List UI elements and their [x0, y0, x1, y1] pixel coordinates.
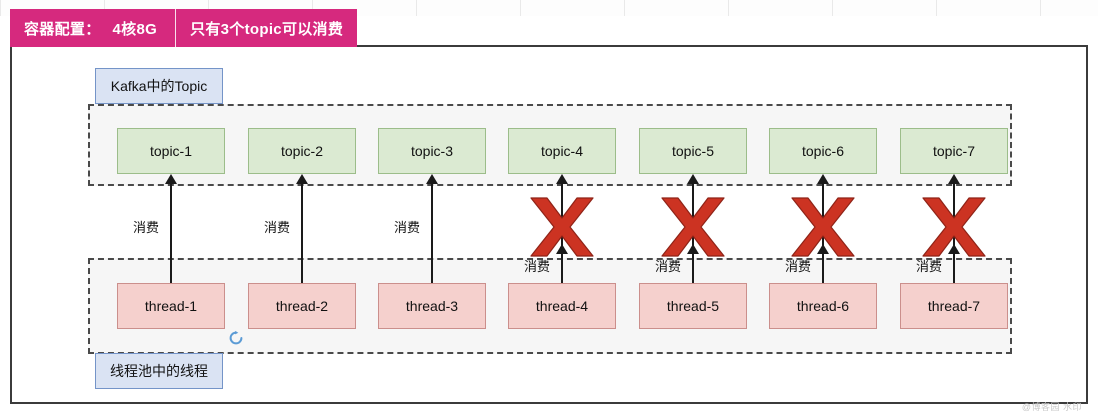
banner-config-label: 容器配置：: [24, 20, 101, 38]
topic-label: topic-6: [801, 143, 845, 159]
consume-arrow-head-lower: [817, 244, 829, 254]
x-mark-icon: [919, 196, 989, 258]
topic-label: topic-1: [149, 143, 193, 159]
legend-chip-threads: 线程池中的线程: [95, 353, 223, 389]
consume-arrow-head: [687, 174, 699, 184]
consume-arrow-head-lower: [687, 244, 699, 254]
thread-label: thread-7: [927, 298, 981, 314]
thread-label: thread-5: [666, 298, 720, 314]
diagram-frame: [10, 46, 1088, 404]
consume-arrow-head: [817, 174, 829, 184]
topic-label: topic-7: [932, 143, 976, 159]
consume-arrow-line: [301, 184, 303, 283]
diagram-frame-top-edge: [306, 45, 1088, 47]
topic-box: topic-3: [378, 128, 486, 174]
consume-label: 消费: [133, 220, 160, 235]
x-mark-icon: [658, 196, 728, 258]
consume-arrow-head-lower: [948, 244, 960, 254]
consume-arrow-line: [170, 184, 172, 283]
x-mark-icon: [788, 196, 858, 258]
consume-arrow-head: [296, 174, 308, 184]
topic-box: topic-7: [900, 128, 1008, 174]
refresh-icon: [228, 330, 244, 346]
consume-arrow-head: [426, 174, 438, 184]
topic-label: topic-3: [410, 143, 454, 159]
consume-arrow-head: [948, 174, 960, 184]
banner-config-value: 4核8G: [112, 20, 158, 38]
consume-arrow-head: [165, 174, 177, 184]
topic-box: topic-4: [508, 128, 616, 174]
consume-label: 消费: [785, 259, 812, 274]
thread-box: thread-2: [248, 283, 356, 329]
thread-box: thread-4: [508, 283, 616, 329]
consume-label: 消费: [524, 259, 551, 274]
topic-box: topic-2: [248, 128, 356, 174]
consume-label: 消费: [655, 259, 682, 274]
thread-box: thread-1: [117, 283, 225, 329]
thread-label: thread-4: [535, 298, 589, 314]
consume-label: 消费: [916, 259, 943, 274]
banner-separator: [175, 9, 177, 47]
watermark: @博客园 水印: [1021, 402, 1082, 412]
topic-label: topic-2: [280, 143, 324, 159]
banner-note-cell: 只有3个topic可以消费: [190, 20, 344, 38]
banner-config-cell: 容器配置： 4核8G: [10, 9, 175, 47]
thread-box: thread-6: [769, 283, 877, 329]
thread-box: thread-7: [900, 283, 1008, 329]
config-banner: 容器配置： 4核8G 只有3个topic可以消费: [10, 9, 358, 47]
consume-label: 消费: [394, 220, 421, 235]
thread-box: thread-3: [378, 283, 486, 329]
consume-arrow-head: [556, 174, 568, 184]
thread-label: thread-2: [275, 298, 329, 314]
topic-label: topic-4: [540, 143, 584, 159]
consume-label: 消费: [264, 220, 291, 235]
topic-box: topic-6: [769, 128, 877, 174]
thread-label: thread-6: [796, 298, 850, 314]
x-mark-icon: [527, 196, 597, 258]
thread-box: thread-5: [639, 283, 747, 329]
legend-chip-topics: Kafka中的Topic: [95, 68, 223, 104]
topic-box: topic-5: [639, 128, 747, 174]
thread-label: thread-1: [144, 298, 198, 314]
topic-label: topic-5: [671, 143, 715, 159]
consume-arrow-head-lower: [556, 244, 568, 254]
consume-arrow-line: [431, 184, 433, 283]
thread-label: thread-3: [405, 298, 459, 314]
topic-box: topic-1: [117, 128, 225, 174]
